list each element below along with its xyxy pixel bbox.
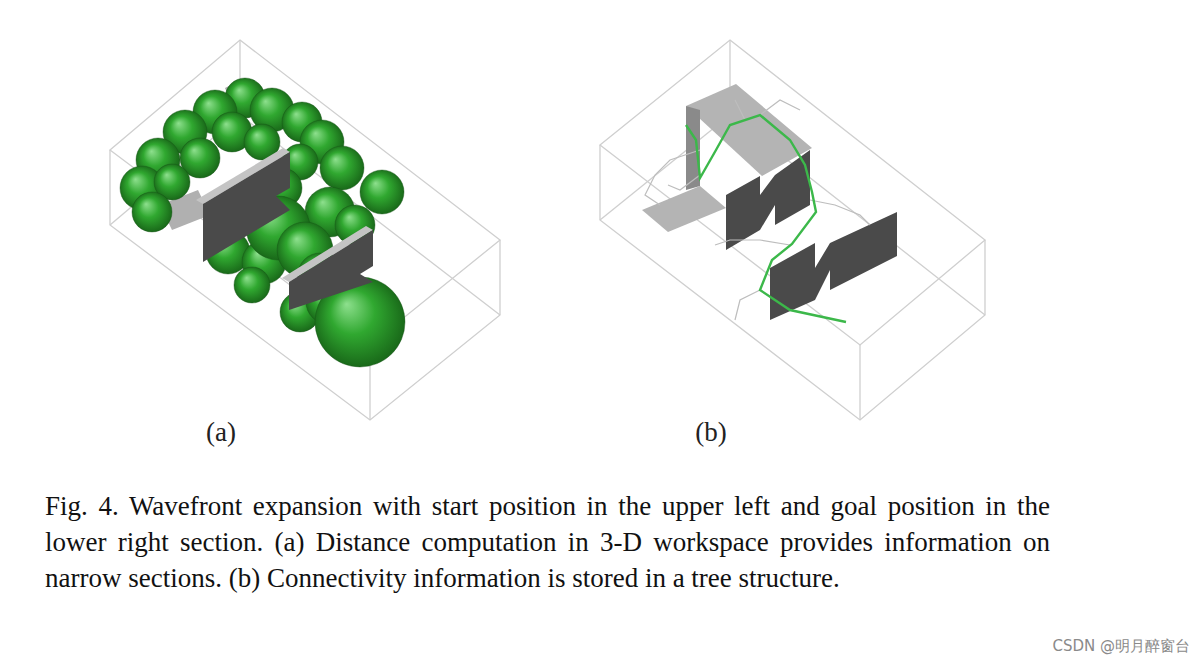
sphere [132,192,172,232]
tree-branch [760,100,800,115]
box-top [110,40,500,345]
tree-branch [645,150,700,205]
sphere [320,146,364,190]
tree-branch [735,290,760,320]
wall [289,230,373,310]
watermark: CSDN @明月醉窗台 [1052,637,1190,656]
solution-path [686,115,846,322]
search-tree [645,100,870,320]
sphere [234,267,270,303]
panel-label: (b) [695,417,726,448]
box-top [600,40,985,345]
box-bottom [110,150,500,420]
tree-branch [715,240,790,245]
sphere-group [120,78,405,367]
floor-patch [642,186,726,232]
obstacle-walls [196,148,373,310]
workspace-box [600,40,985,420]
workspace-box [110,40,500,420]
figure-caption: Fig. 4. Wavefront expansion with start p… [45,488,1050,596]
box-bottom [600,145,985,420]
panel-label: (a) [206,417,236,448]
tree-branch [668,175,700,190]
sphere [360,170,404,214]
wall [203,152,290,262]
wall [770,212,897,320]
tree-branch [810,200,870,225]
box-edge [859,345,860,420]
